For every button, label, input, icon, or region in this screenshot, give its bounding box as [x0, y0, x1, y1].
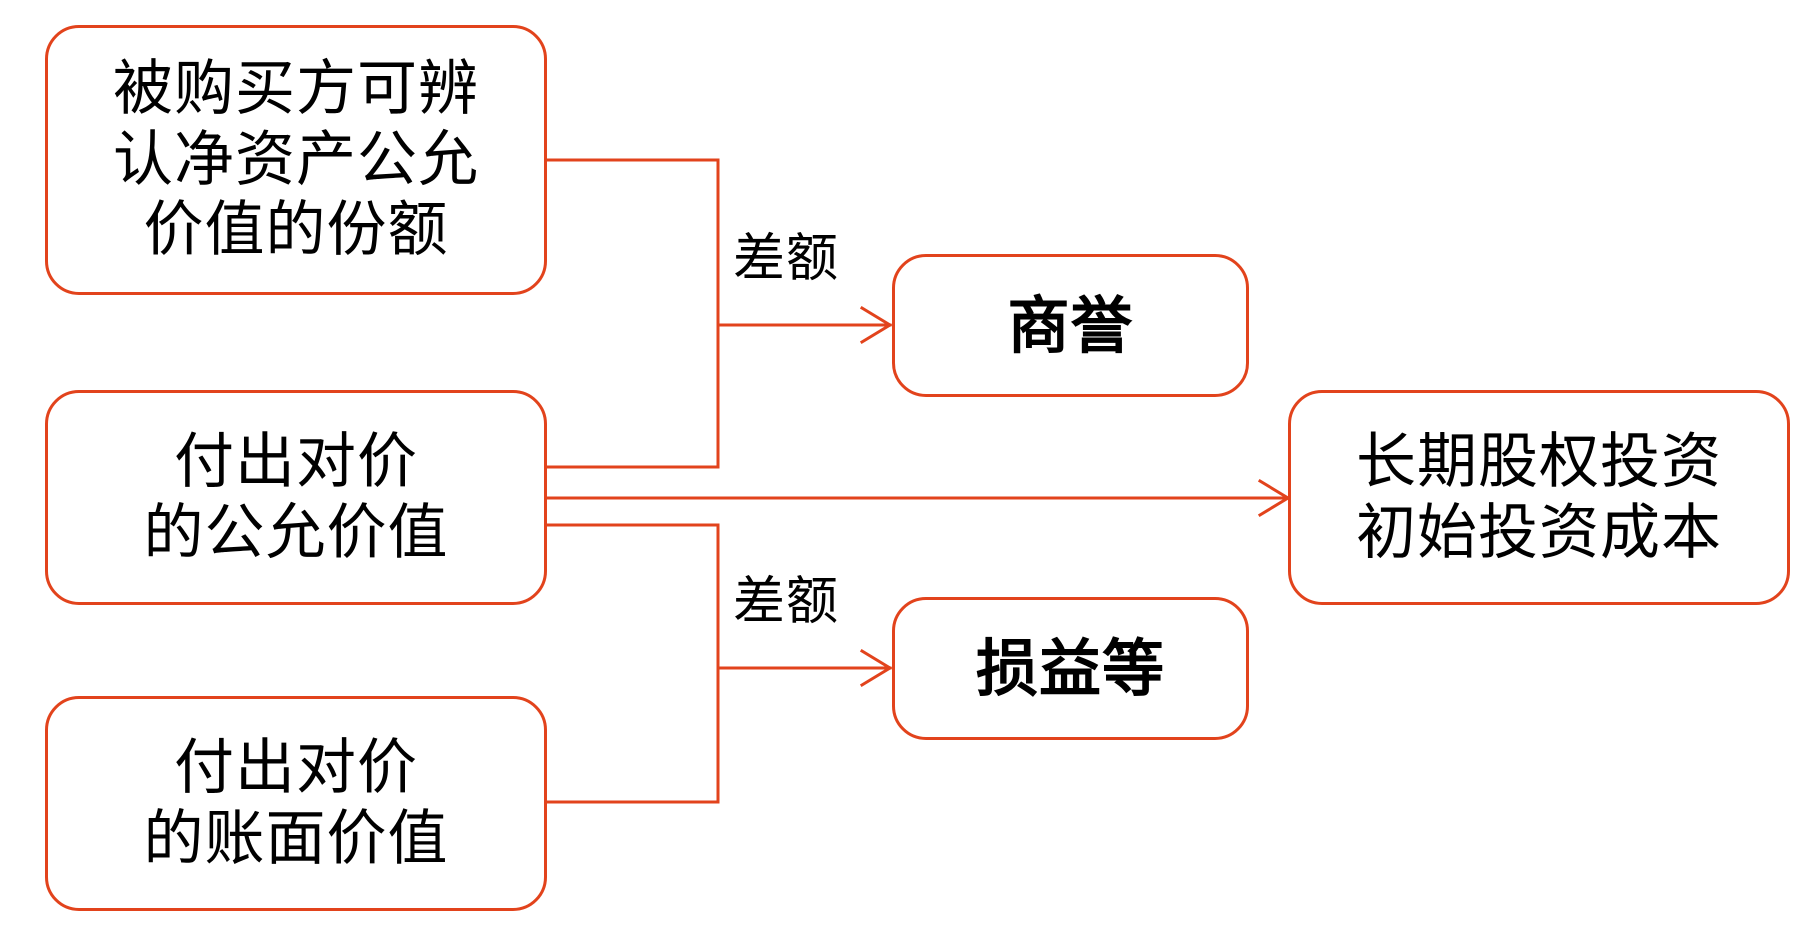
edge-label-lower-difference: 差额 [733, 572, 840, 632]
node-line: 付出对价 [174, 426, 418, 497]
connector-book-to-gains [543, 523, 720, 804]
node-consideration-book-value-text: 付出对价 的账面价值 [144, 733, 449, 875]
connector-acquiree-to-goodwill [543, 158, 720, 469]
node-line: 认净资产公允 [113, 124, 479, 195]
node-consideration-book-value: 付出对价 的账面价值 [45, 696, 547, 911]
arrowhead-goodwill [859, 305, 893, 345]
node-acquiree-share: 被购买方可辨 认净资产公允 价值的份额 [45, 25, 547, 295]
node-goodwill-label: 商誉 [1007, 288, 1134, 362]
node-line: 初始投资成本 [1356, 497, 1722, 568]
node-initial-investment-cost-text: 长期股权投资 初始投资成本 [1356, 427, 1722, 569]
node-line: 长期股权投资 [1356, 426, 1722, 497]
node-line: 付出对价 [174, 732, 418, 803]
node-gains-losses: 损益等 [892, 597, 1249, 740]
node-line: 被购买方可辨 [113, 53, 479, 124]
node-consideration-fair-value: 付出对价 的公允价值 [45, 390, 547, 605]
node-initial-investment-cost: 长期股权投资 初始投资成本 [1288, 390, 1790, 605]
node-acquiree-share-text: 被购买方可辨 认净资产公允 价值的份额 [113, 54, 479, 266]
node-goodwill: 商誉 [892, 254, 1249, 397]
node-line: 价值的份额 [143, 195, 449, 266]
node-line: 的公允价值 [143, 497, 449, 568]
node-gains-losses-label: 损益等 [975, 631, 1165, 705]
arrowhead-gains [859, 648, 893, 688]
edge-label-upper-difference: 差额 [733, 229, 840, 289]
node-line: 的账面价值 [143, 803, 449, 874]
node-consideration-fair-value-text: 付出对价 的公允价值 [144, 427, 449, 569]
